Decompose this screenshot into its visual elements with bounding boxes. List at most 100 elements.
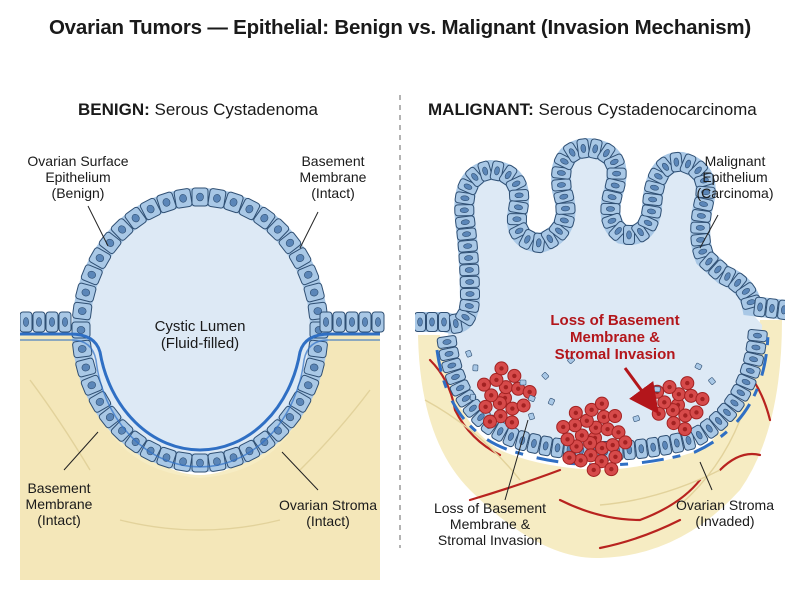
benign-heading: BENIGN: Serous Cystadenoma — [78, 100, 318, 120]
tumor-nucleus — [588, 453, 593, 458]
epithelial-cell — [531, 232, 546, 254]
epithelial-cell — [739, 362, 761, 379]
benign-surface-band — [20, 311, 385, 333]
epithelial-cell — [441, 357, 463, 374]
epithelial-cell — [345, 311, 359, 333]
epithelial-cell — [32, 311, 46, 333]
epithelial-cell — [551, 178, 572, 192]
epithelial-cell — [20, 311, 33, 333]
epithelial-cell — [223, 191, 244, 214]
tumor-nucleus — [605, 426, 610, 432]
label-line: Membrane & — [569, 329, 661, 346]
tumor-nucleus — [574, 444, 579, 449]
epithelial-cell — [518, 228, 537, 250]
label-line: Membrane — [25, 496, 93, 512]
epithelial-cell — [502, 426, 520, 448]
epithelial-cell — [58, 311, 72, 333]
leader-surface-epithelium — [87, 205, 109, 247]
epithelial-cell — [297, 374, 320, 396]
tumor-nucleus — [565, 437, 570, 442]
epithelial-cell — [458, 251, 479, 265]
vessel — [558, 478, 702, 522]
label-bottom-invasion: Loss of Basement Membrane & Stromal Inva… — [420, 500, 560, 548]
epithelial-cell — [307, 339, 328, 359]
label-line: Membrane & — [449, 516, 531, 532]
epithelial-cell — [724, 393, 745, 413]
epithelial-cell — [508, 222, 530, 240]
stroma-fiber — [299, 389, 371, 471]
epithelial-cell — [691, 209, 712, 223]
tumor-nucleus — [671, 420, 676, 426]
epithelial-cell — [765, 298, 779, 319]
epithelial-cell — [606, 167, 627, 180]
epithelial-cell — [587, 138, 603, 160]
epithelial-cell — [71, 321, 91, 339]
leader-bottom-loss — [504, 419, 529, 501]
epithelial-cell — [436, 335, 458, 349]
epithelial-cell — [303, 282, 325, 303]
shed-fragment — [653, 386, 661, 393]
tumor-nucleus — [483, 404, 488, 410]
epithelial-cell — [332, 311, 346, 333]
epithelial-cell — [454, 191, 476, 206]
epithelial-cell — [622, 224, 636, 245]
label-line: Loss of Basement — [550, 312, 680, 329]
tumor-nucleus — [494, 377, 499, 383]
tumor-nucleus — [510, 406, 515, 411]
epithelial-cell — [456, 227, 477, 241]
epithelial-cell — [72, 339, 93, 359]
tumor-nucleus — [685, 380, 690, 386]
epithelial-cell — [550, 437, 565, 459]
label-line: Epithelium — [45, 169, 111, 185]
stroma-fiber — [29, 379, 91, 471]
shed-cell-fragments — [465, 349, 716, 422]
label-line: Basement — [27, 480, 91, 496]
epithelial-cell — [459, 275, 480, 289]
epithelial-cell — [191, 453, 209, 473]
epithelial-cell — [669, 432, 685, 454]
epithelial-cell — [508, 200, 529, 215]
tumor-nucleus — [509, 420, 515, 425]
label-line: (Intact) — [37, 512, 81, 528]
tumor-cluster — [556, 396, 633, 477]
shed-fragment — [567, 356, 575, 364]
leader-basement-bottom — [63, 431, 99, 471]
epithelial-cell — [75, 357, 97, 378]
epithelial-cell — [553, 189, 575, 205]
epithelial-cell — [695, 185, 716, 199]
label-line: Basement — [301, 153, 365, 169]
shed-fragment — [632, 415, 641, 422]
tumor-cluster — [477, 361, 537, 430]
epithelial-cell — [699, 418, 719, 439]
epithelial-cell — [604, 178, 626, 193]
epithelial-cell — [730, 383, 752, 402]
epithelial-cell — [745, 340, 767, 355]
epithelial-cell — [747, 328, 768, 343]
label-center-invasion: Loss of Basement Membrane & Stromal Inva… — [545, 312, 685, 363]
benign-heading-bold: BENIGN: — [78, 100, 150, 119]
epithelial-cell — [647, 167, 669, 185]
stroma-fiber — [679, 419, 741, 506]
epithelial-cell — [253, 206, 276, 230]
tumor-nucleus — [561, 424, 566, 430]
epithelial-cell — [777, 299, 785, 321]
epithelial-cell — [455, 308, 476, 327]
epithelial-cell — [576, 138, 591, 159]
tumor-nucleus — [601, 414, 607, 420]
malignant-heading-rest: Serous Cystadenocarcinoma — [533, 100, 757, 119]
tumor-nucleus — [497, 401, 503, 406]
epithelial-cell — [553, 152, 575, 171]
epithelial-cell — [491, 421, 510, 442]
vessel — [598, 518, 682, 550]
epithelial-cell — [98, 231, 122, 255]
label-line: Ovarian Stroma — [278, 497, 378, 513]
malignant-stroma — [418, 320, 782, 559]
tumor-nucleus — [587, 440, 593, 446]
stroma-fiber — [119, 519, 281, 531]
tumor-nucleus — [579, 433, 585, 438]
epithelial-cell — [597, 142, 616, 164]
label-line: Stromal Invasion — [554, 346, 676, 363]
epithelial-cell — [657, 434, 673, 456]
tumor-nucleus — [593, 425, 599, 430]
benign-basement-membrane — [20, 332, 380, 452]
